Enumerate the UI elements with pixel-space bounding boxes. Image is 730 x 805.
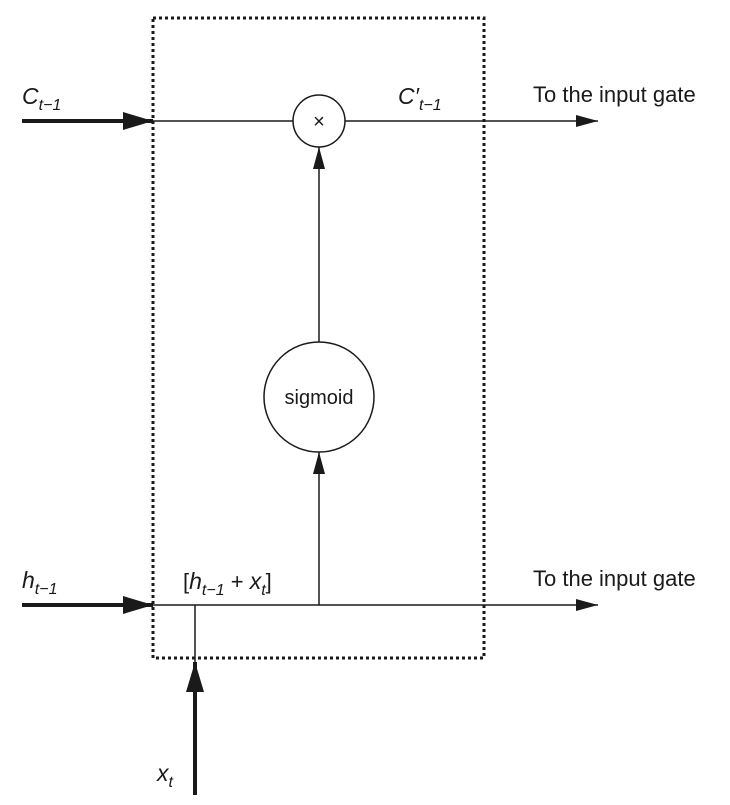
concat-label: [ht−1 + xt]: [183, 568, 272, 599]
h-prev-label: ht−1: [22, 567, 57, 598]
c-prime-label: C′t−1: [398, 83, 442, 114]
bottom-destination-label: To the input gate: [533, 566, 696, 591]
x-input-label: xt: [156, 760, 174, 791]
top-destination-label: To the input gate: [533, 82, 696, 107]
gate-boundary: [151, 16, 486, 660]
multiply-symbol: ×: [313, 111, 325, 133]
c-prev-label: Ct−1: [22, 83, 61, 114]
sigmoid-label: sigmoid: [285, 387, 354, 409]
